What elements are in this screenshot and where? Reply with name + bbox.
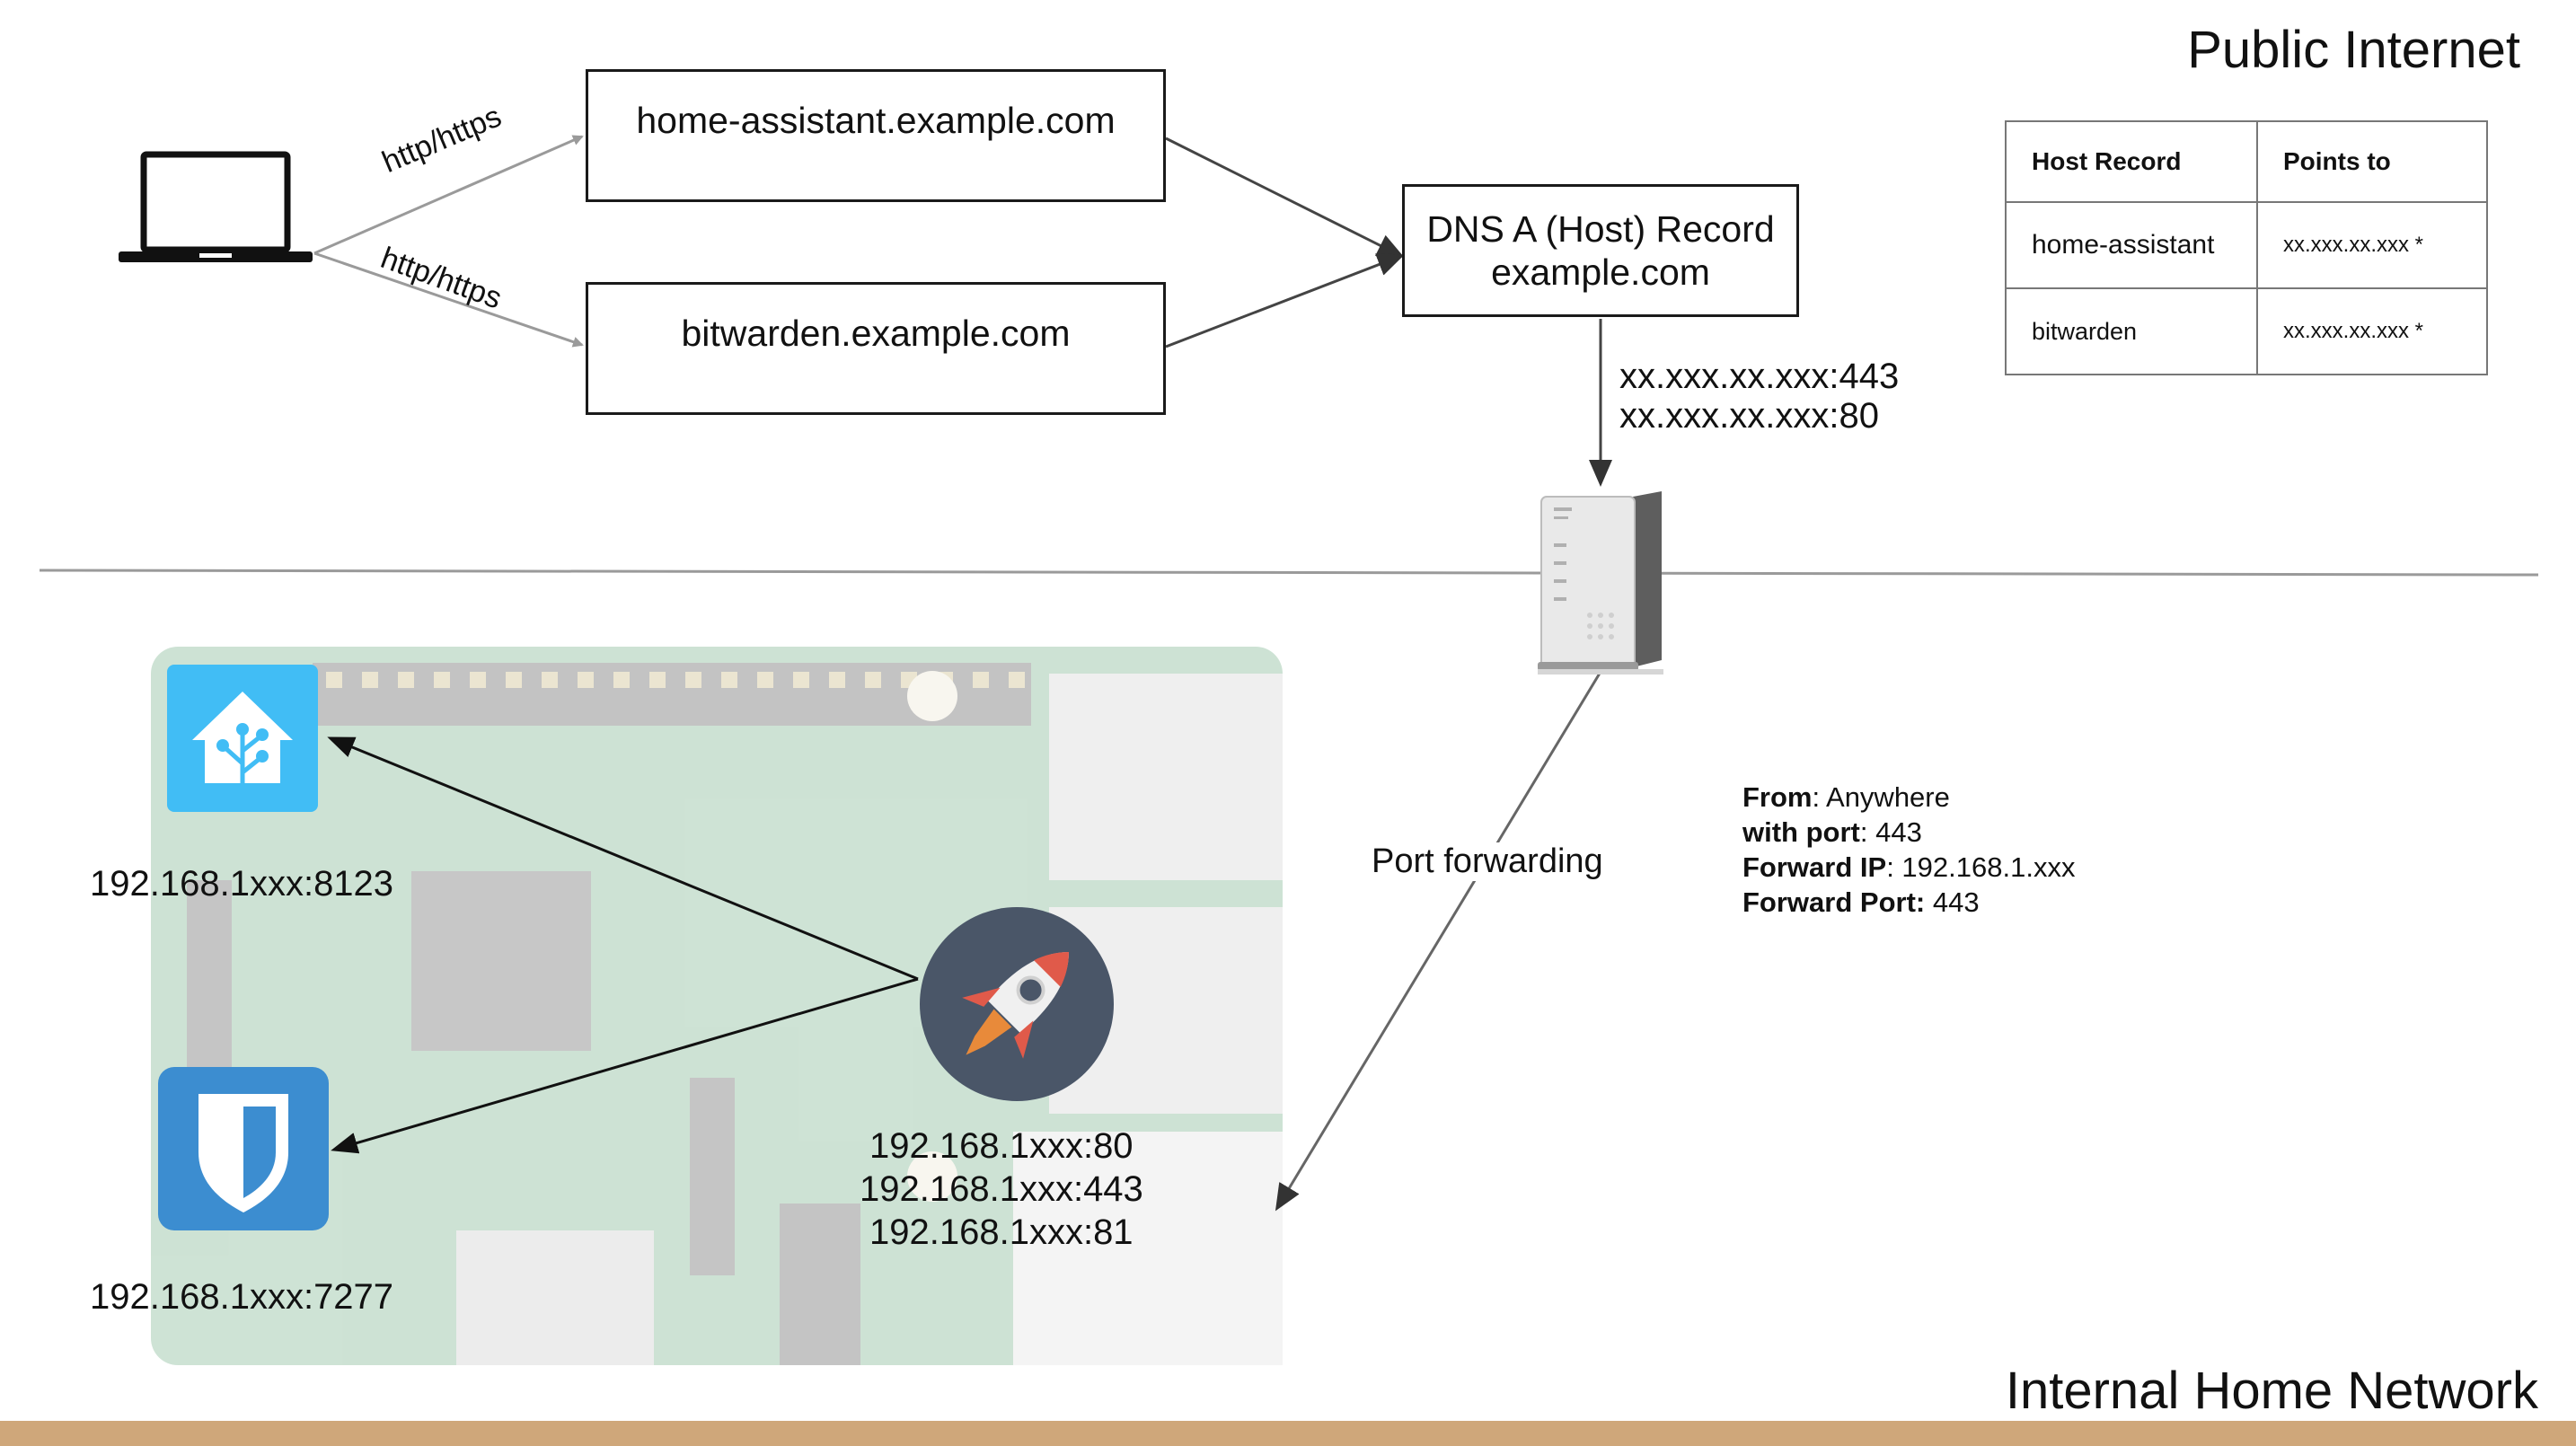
home-assistant-domain-box: home-assistant.example.com	[586, 69, 1166, 202]
public-internet-label: Public Internet	[2187, 21, 2520, 79]
port-forwarding-label: Port forwarding	[1372, 842, 1603, 881]
dns-record-box: DNS A (Host) Record example.com	[1402, 184, 1799, 317]
rocket-icon	[920, 907, 1114, 1101]
forward-rule: From: Anywhere with port: 443 Forward IP…	[1742, 780, 2075, 920]
table-header-points-to: Points to	[2256, 120, 2488, 203]
dns-record-title: DNS A (Host) Record	[1426, 208, 1775, 250]
table-row: bitwarden xx.xxx.xx.xxx *	[2005, 287, 2488, 375]
home-assistant-domain: home-assistant.example.com	[636, 100, 1116, 141]
proxy-address-80: 192.168.1xxx:80	[869, 1126, 1134, 1166]
forward-port: Forward Port: 443	[1742, 886, 1980, 918]
arrow-bw-to-dns	[1165, 253, 1405, 348]
public-port-443: xx.xxx.xx.xxx:443	[1619, 357, 1900, 396]
bitwarden-domain: bitwarden.example.com	[681, 313, 1071, 354]
bitwarden-domain-box: bitwarden.example.com	[586, 282, 1166, 415]
table-cell-host: home-assistant	[2005, 201, 2258, 289]
table-cell-host: bitwarden	[2005, 287, 2258, 375]
arrow-laptop-to-bw	[313, 251, 584, 348]
forward-with-port: with port: 443	[1742, 816, 1922, 848]
arrow-proxy-to-bw	[331, 977, 919, 1154]
raspberry-pi-board	[151, 647, 1283, 1365]
forward-from: From: Anywhere	[1742, 781, 1950, 813]
bitwarden-address: 192.168.1xxx:7277	[90, 1277, 394, 1317]
table-header-row: Host Record Points to	[2005, 120, 2488, 203]
home-assistant-address: 192.168.1xxx:8123	[90, 864, 394, 904]
arrow-proxy-to-ha	[327, 736, 919, 981]
forward-ip: Forward IP: 192.168.1.xxx	[1742, 851, 2076, 883]
arrow-ha-to-dns	[1165, 137, 1405, 258]
internal-network-label: Internal Home Network	[2005, 1362, 2538, 1420]
proxy-address-443: 192.168.1xxx:443	[860, 1169, 1143, 1209]
arrow-port-forwarding	[1275, 671, 1602, 1212]
table-header-host: Host Record	[2005, 120, 2258, 203]
arrow-laptop-to-ha	[313, 135, 584, 255]
router-icon	[1538, 491, 1663, 675]
host-record-table: Host Record Points to home-assistant xx.…	[2005, 120, 2488, 375]
bottom-bar	[0, 1421, 2576, 1446]
bitwarden-shield-icon	[158, 1067, 329, 1230]
home-assistant-icon	[167, 665, 318, 812]
proxy-address-81: 192.168.1xxx:81	[869, 1212, 1134, 1252]
public-port-80: xx.xxx.xx.xxx:80	[1619, 396, 1879, 436]
laptop-icon	[119, 151, 313, 262]
table-cell-ip: xx.xxx.xx.xxx *	[2256, 287, 2488, 375]
table-row: home-assistant xx.xxx.xx.xxx *	[2005, 201, 2488, 289]
table-cell-ip: xx.xxx.xx.xxx *	[2256, 201, 2488, 289]
dns-record-domain: example.com	[1491, 251, 1710, 293]
